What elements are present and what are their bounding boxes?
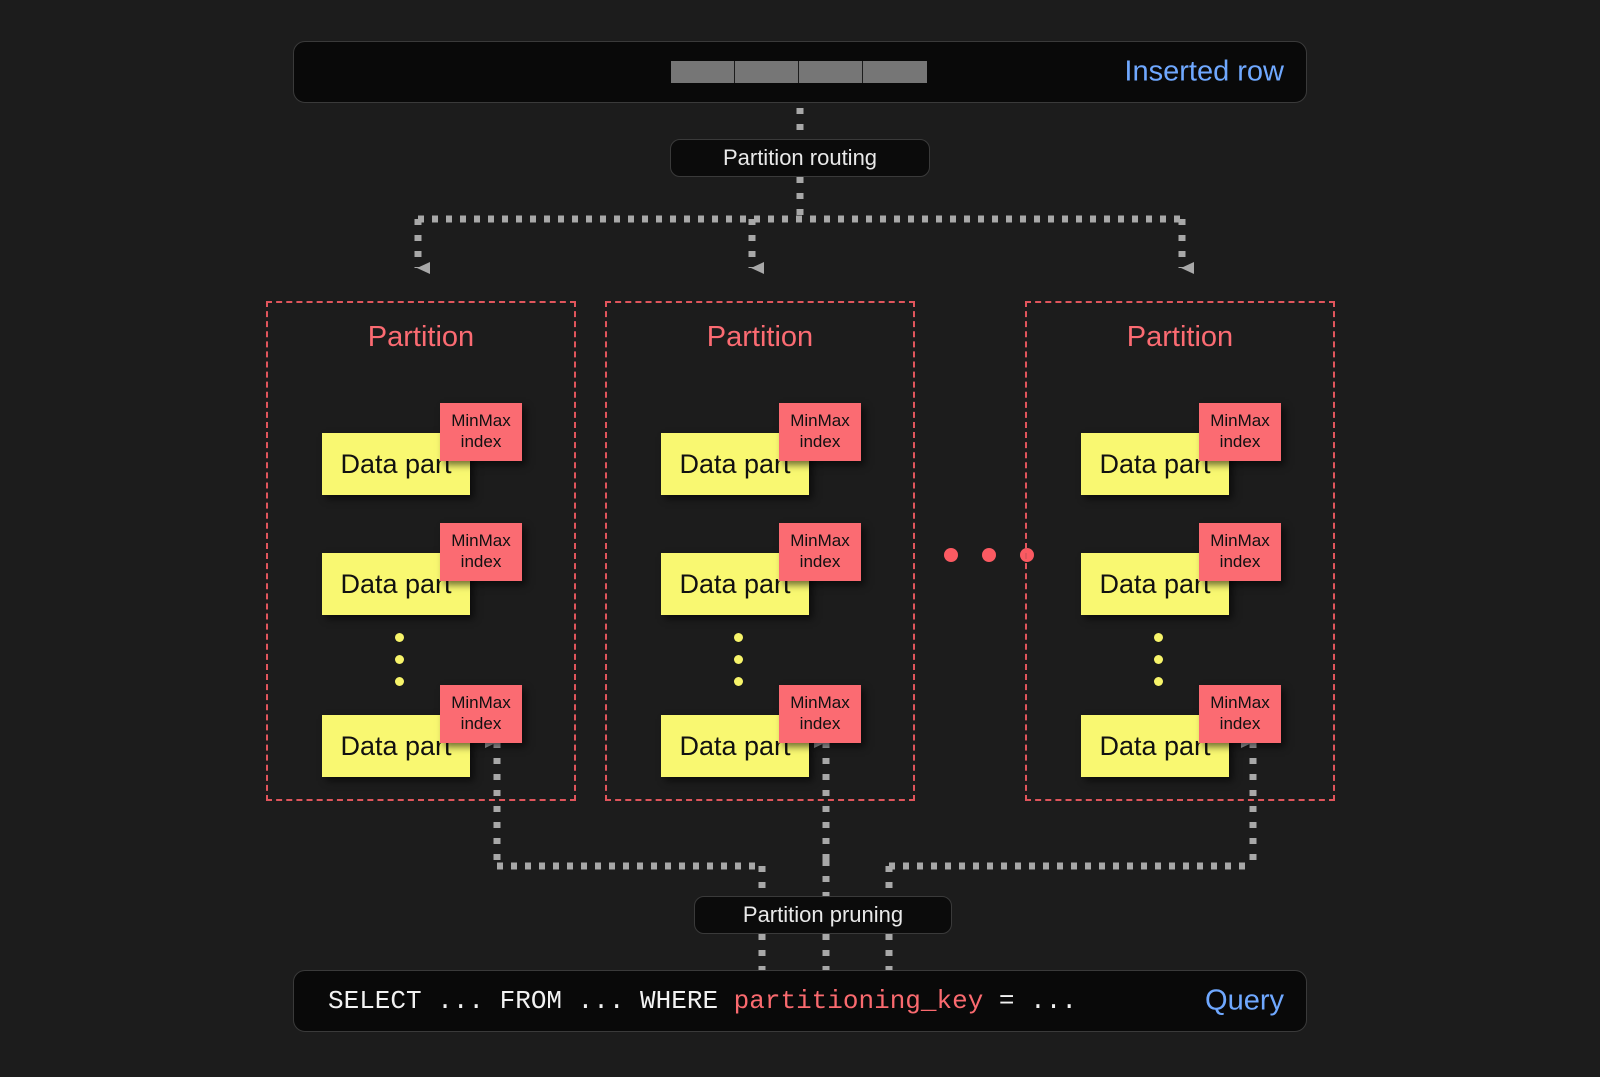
minmax-line-1: MinMax xyxy=(451,531,511,551)
query-prefix: SELECT ... FROM ... WHERE xyxy=(328,986,734,1016)
data-part-row: Data part MinMax index xyxy=(661,403,911,495)
data-part-box: Data part xyxy=(1081,433,1229,495)
minmax-line-1: MinMax xyxy=(1210,411,1270,431)
row-cell xyxy=(863,61,927,83)
data-part-row: Data part MinMax index xyxy=(1081,685,1331,777)
minmax-line-2: index xyxy=(1219,552,1261,571)
partition-title: Partition xyxy=(367,321,475,353)
minmax-line-2: index xyxy=(460,714,502,733)
minmax-line-1: MinMax xyxy=(451,693,511,713)
vertical-ellipsis xyxy=(734,633,743,686)
partition-title: Partition xyxy=(706,321,814,353)
query-bar: SELECT ... FROM ... WHERE partitioning_k… xyxy=(293,970,1307,1032)
data-part-row: Data part MinMax index xyxy=(322,685,572,777)
partition-box-3: Partition Data part MinMax index Data pa… xyxy=(1025,301,1335,801)
minmax-index-box: MinMax index xyxy=(440,523,522,581)
ellipsis-dot xyxy=(1154,677,1163,686)
minmax-line-2: index xyxy=(799,432,841,451)
inserted-row-cells xyxy=(671,61,927,83)
minmax-line-1: MinMax xyxy=(790,531,850,551)
ellipsis-dot xyxy=(1020,548,1034,562)
minmax-index-box: MinMax index xyxy=(779,403,861,461)
ellipsis-dot xyxy=(395,633,404,642)
data-part-box: Data part xyxy=(1081,715,1229,777)
data-part-row: Data part MinMax index xyxy=(1081,523,1331,615)
inserted-row-bar: Inserted row xyxy=(293,41,1307,103)
minmax-line-2: index xyxy=(460,432,502,451)
partition-pruning-box: Partition pruning xyxy=(694,896,952,934)
minmax-line-2: index xyxy=(460,552,502,571)
data-part-box: Data part xyxy=(322,715,470,777)
query-suffix: = ... xyxy=(983,986,1077,1016)
minmax-line-1: MinMax xyxy=(451,411,511,431)
minmax-index-box: MinMax index xyxy=(779,523,861,581)
query-label: Query xyxy=(1205,984,1284,1017)
partition-box-1: Partition Data part MinMax index Data pa… xyxy=(266,301,576,801)
ellipsis-dot xyxy=(1154,655,1163,664)
minmax-index-box: MinMax index xyxy=(1199,403,1281,461)
minmax-index-box: MinMax index xyxy=(440,403,522,461)
minmax-line-1: MinMax xyxy=(1210,693,1270,713)
ellipsis-dot xyxy=(982,548,996,562)
ellipsis-dot xyxy=(734,633,743,642)
ellipsis-dot xyxy=(395,655,404,664)
minmax-line-2: index xyxy=(799,552,841,571)
ellipsis-dot xyxy=(944,548,958,562)
data-part-row: Data part MinMax index xyxy=(661,523,911,615)
partition-routing-box: Partition routing xyxy=(670,139,930,177)
partition-box-2: Partition Data part MinMax index Data pa… xyxy=(605,301,915,801)
minmax-line-2: index xyxy=(1219,714,1261,733)
data-part-row: Data part MinMax index xyxy=(1081,403,1331,495)
partition-title: Partition xyxy=(1126,321,1234,353)
minmax-line-1: MinMax xyxy=(790,411,850,431)
minmax-index-box: MinMax index xyxy=(440,685,522,743)
minmax-line-2: index xyxy=(799,714,841,733)
minmax-line-2: index xyxy=(1219,432,1261,451)
data-part-row: Data part MinMax index xyxy=(322,523,572,615)
row-cell xyxy=(735,61,799,83)
vertical-ellipsis xyxy=(395,633,404,686)
query-partitioning-key: partitioning_key xyxy=(733,986,984,1016)
row-cell xyxy=(671,61,735,83)
minmax-index-box: MinMax index xyxy=(1199,523,1281,581)
data-part-row: Data part MinMax index xyxy=(661,685,911,777)
minmax-line-1: MinMax xyxy=(1210,531,1270,551)
inserted-row-label: Inserted row xyxy=(1124,55,1284,88)
ellipsis-dot xyxy=(734,677,743,686)
partitions-ellipsis xyxy=(944,548,1034,562)
query-sql-text: SELECT ... FROM ... WHERE partitioning_k… xyxy=(328,986,1077,1016)
ellipsis-dot xyxy=(1154,633,1163,642)
data-part-row: Data part MinMax index xyxy=(322,403,572,495)
minmax-index-box: MinMax index xyxy=(779,685,861,743)
minmax-line-1: MinMax xyxy=(790,693,850,713)
ellipsis-dot xyxy=(734,655,743,664)
minmax-index-box: MinMax index xyxy=(1199,685,1281,743)
row-cell xyxy=(799,61,863,83)
vertical-ellipsis xyxy=(1154,633,1163,686)
ellipsis-dot xyxy=(395,677,404,686)
